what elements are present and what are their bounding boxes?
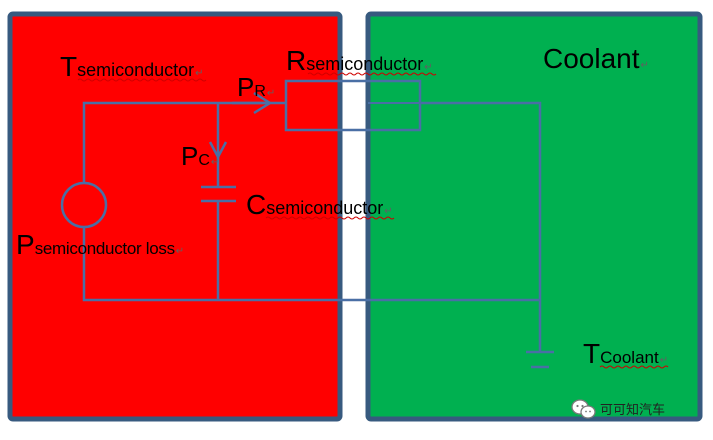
spellcheck-underline xyxy=(599,365,669,369)
pr-label: PR↵ xyxy=(237,72,275,102)
pc-label: PC↵ xyxy=(181,141,219,171)
coolant-label: Coolant↵ xyxy=(543,43,649,74)
spellcheck-underline xyxy=(307,72,437,76)
watermark-text: 可可知汽车 xyxy=(600,402,665,418)
resistor-symbol xyxy=(284,79,422,132)
t-coolant-label: TCoolant↵ xyxy=(583,338,668,369)
power-source-symbol xyxy=(60,181,108,229)
p-semiconductor-loss-label: Psemiconductor loss↵ xyxy=(16,229,184,260)
pr-arrow-head xyxy=(253,91,273,115)
wechat-icon xyxy=(571,399,596,419)
spellcheck-underline xyxy=(265,216,395,220)
watermark: 可可知汽车 xyxy=(571,399,665,419)
pc-arrow-head xyxy=(208,141,228,160)
coolant-panel xyxy=(365,11,703,422)
c-semiconductor-label: Csemiconductor↵ xyxy=(246,189,393,220)
spellcheck-underline xyxy=(77,78,207,82)
r-semiconductor-label: Rsemiconductor↵ xyxy=(286,45,433,76)
bottom-wire xyxy=(82,228,540,302)
t-semiconductor-label: Tsemiconductor↵ xyxy=(60,51,204,82)
coolant-return-wire xyxy=(420,101,542,352)
